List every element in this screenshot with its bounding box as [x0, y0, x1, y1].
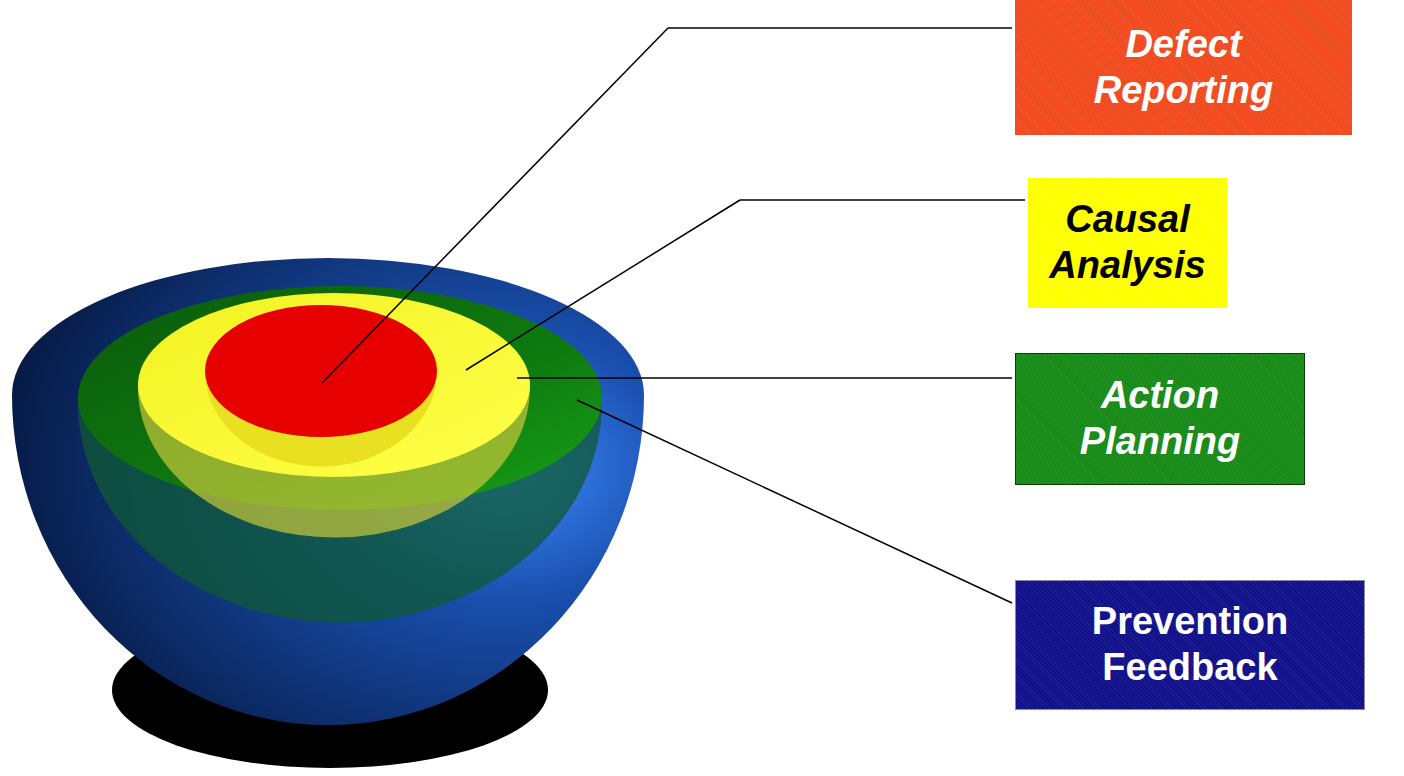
label-box: Causal Analysis: [1028, 178, 1227, 308]
leader-line: [517, 377, 1012, 379]
label-box: Prevention Feedback: [1015, 580, 1365, 710]
leader-line: [577, 400, 1012, 603]
red-bowl-depth: [205, 305, 437, 466]
label-text: Defect Reporting: [1094, 22, 1273, 113]
green-layer: [78, 286, 602, 510]
label-text: Causal Analysis: [1049, 197, 1205, 288]
label-text: Prevention Feedback: [1092, 599, 1288, 690]
outer-shell: [12, 258, 644, 725]
leader-line: [322, 28, 668, 383]
leader-line: [668, 27, 1012, 29]
yellow-layer: [138, 293, 530, 477]
leader-line: [466, 200, 740, 370]
label-box: Defect Reporting: [1015, 0, 1352, 135]
label-box: Action Planning: [1015, 353, 1305, 485]
leader-line: [740, 199, 1025, 201]
label-text: Action Planning: [1080, 373, 1240, 464]
red-core: [205, 305, 437, 437]
